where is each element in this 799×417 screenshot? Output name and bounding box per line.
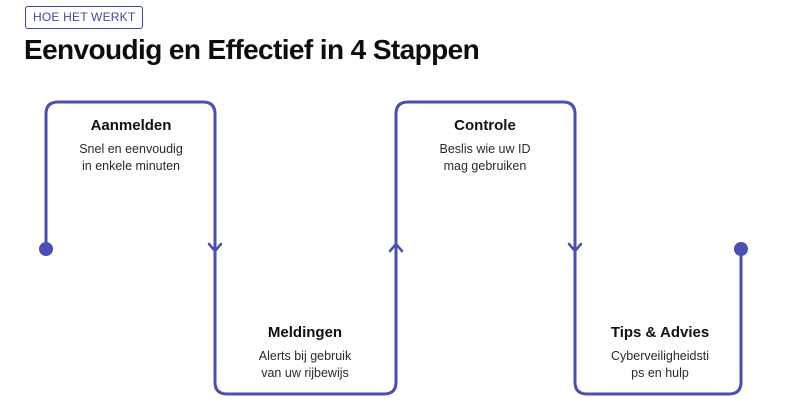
step-description-line: van uw rijbewijs [261, 366, 349, 380]
step-title: Meldingen [267, 324, 343, 341]
step-description-line: ps en hulp [631, 366, 689, 380]
chevron-down-icon [567, 242, 583, 253]
section-badge: HOE HET WERKT [25, 6, 144, 29]
step-description-line: Beslis wie uw ID [439, 142, 531, 156]
step-description: Cyberveiligheidsti ps en hulp [575, 348, 745, 382]
step-description-line: Snel en eenvoudig [79, 142, 183, 156]
step-description: Beslis wie uw ID mag gebruiken [400, 141, 570, 175]
step-title: Tips & Advies [610, 324, 710, 341]
page-title: Eenvoudig en Effectief in 4 Stappen [24, 34, 480, 65]
step-meldingen: Meldingen Alerts bij gebruik van uw rijb… [220, 324, 390, 382]
step-description: Alerts bij gebruik van uw rijbewijs [220, 348, 390, 382]
chevron-down-icon [207, 242, 223, 253]
step-description-line: mag gebruiken [443, 159, 527, 173]
step-description-line: Cyberveiligheidsti [611, 349, 709, 363]
step-aanmelden: Aanmelden Snel en eenvoudig in enkele mi… [46, 117, 216, 175]
step-title: Controle [454, 117, 516, 134]
step-controle: Controle Beslis wie uw ID mag gebruiken [400, 117, 570, 175]
chevron-up-icon [388, 242, 404, 253]
end-dot-icon [734, 242, 748, 256]
step-description-line: in enkele minuten [82, 159, 180, 173]
step-description: Snel en eenvoudig in enkele minuten [46, 141, 216, 175]
step-tips-advies: Tips & Advies Cyberveiligheidsti ps en h… [575, 324, 745, 382]
step-title: Aanmelden [90, 117, 172, 134]
start-dot-icon [39, 242, 53, 256]
step-description-line: Alerts bij gebruik [258, 349, 352, 363]
